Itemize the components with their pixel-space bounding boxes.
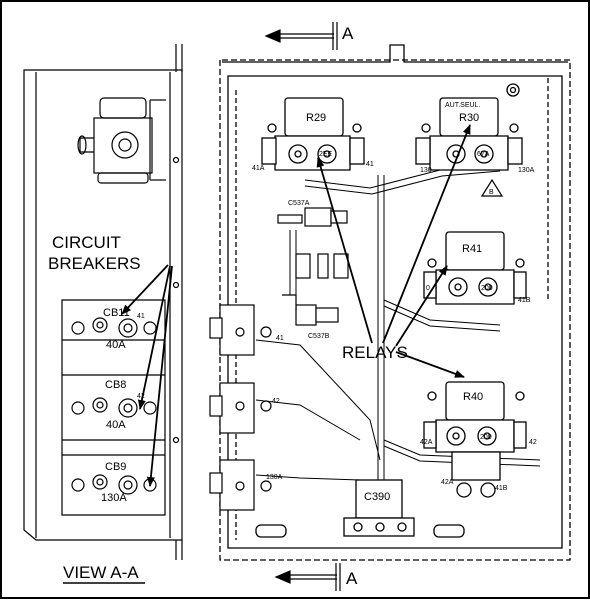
relay-r40-right-terminal: 42	[529, 439, 537, 446]
circuit-breakers-label-line2: BREAKERS	[48, 254, 141, 273]
relay-r41	[423, 231, 527, 305]
relay-r41-right-terminal: 41B	[518, 297, 531, 304]
cb9-label: CB9	[105, 461, 126, 473]
relay-r29-coil: 2EE	[319, 151, 333, 158]
relay-r30-left-terminal: 130	[420, 167, 432, 174]
relay-r40-label: R40	[463, 391, 483, 403]
cb8-label: CB8	[105, 379, 126, 391]
marker-triangle	[480, 178, 504, 197]
relay-r40-coil: 200	[480, 434, 492, 441]
relay-r40-bottom-right: 41B	[495, 485, 508, 492]
connector-c390	[343, 479, 415, 537]
breaker-panel	[61, 299, 166, 516]
side-view-panel	[23, 44, 183, 560]
relay-r41-coil: 200	[481, 285, 493, 292]
breaker-cb9	[71, 474, 157, 495]
relays-arrows	[316, 124, 471, 378]
relay-r30-label: R30	[459, 112, 479, 124]
relay-r29-left-terminal: 41A	[252, 165, 265, 172]
relay-r41-label: R41	[462, 243, 482, 255]
relay-r29	[261, 97, 365, 171]
marker-b-label: B	[489, 189, 494, 196]
relay-r40	[423, 381, 527, 498]
wire-label-130a: 130A	[266, 474, 283, 481]
section-mark-top: A	[342, 24, 354, 43]
side-view-relay	[77, 97, 153, 184]
relay-r29-right-terminal: 41	[366, 161, 374, 168]
wire-label-42: 42	[272, 398, 280, 405]
cb11-terminal: 41	[137, 313, 145, 320]
wire-label-41: 41	[276, 335, 284, 342]
connector-c537a-label: C537A	[288, 200, 310, 207]
cb8-terminal: 42	[137, 393, 145, 400]
circuit-breakers-label-line1: CIRCUIT	[52, 233, 121, 252]
relay-r29-label: R29	[306, 112, 326, 124]
section-mark-bottom: A	[346, 569, 358, 588]
connector-c537b-label: C537B	[308, 333, 330, 340]
relay-r30-right-terminal: 130A	[518, 167, 535, 174]
cb9-rating: 130A	[101, 492, 127, 504]
relay-r30-top-label: AUT.SEUL.	[445, 102, 480, 109]
relay-r40-left-terminal: 42A	[420, 439, 433, 446]
cb8-rating: 40A	[106, 419, 126, 431]
section-arrow-bottom	[274, 563, 341, 591]
relays-label: RELAYS	[342, 343, 408, 362]
side-breakers	[209, 304, 272, 511]
circuit-breakers-arrows	[121, 264, 173, 487]
relay-r30	[415, 97, 523, 171]
cb11-rating: 40A	[106, 339, 126, 351]
relay-r41-left-terminal: 0	[426, 285, 430, 292]
connector-c390-label: C390	[364, 491, 390, 503]
terminal-block	[295, 253, 349, 279]
breaker-cb11	[71, 317, 157, 338]
view-a-a-label: VIEW A-A	[63, 563, 139, 582]
relay-r30-coil: 67A	[477, 151, 490, 158]
section-arrow-top	[264, 22, 338, 50]
relay-r40-bottom-left: 42A	[441, 479, 454, 486]
connector-c537b	[282, 294, 339, 326]
